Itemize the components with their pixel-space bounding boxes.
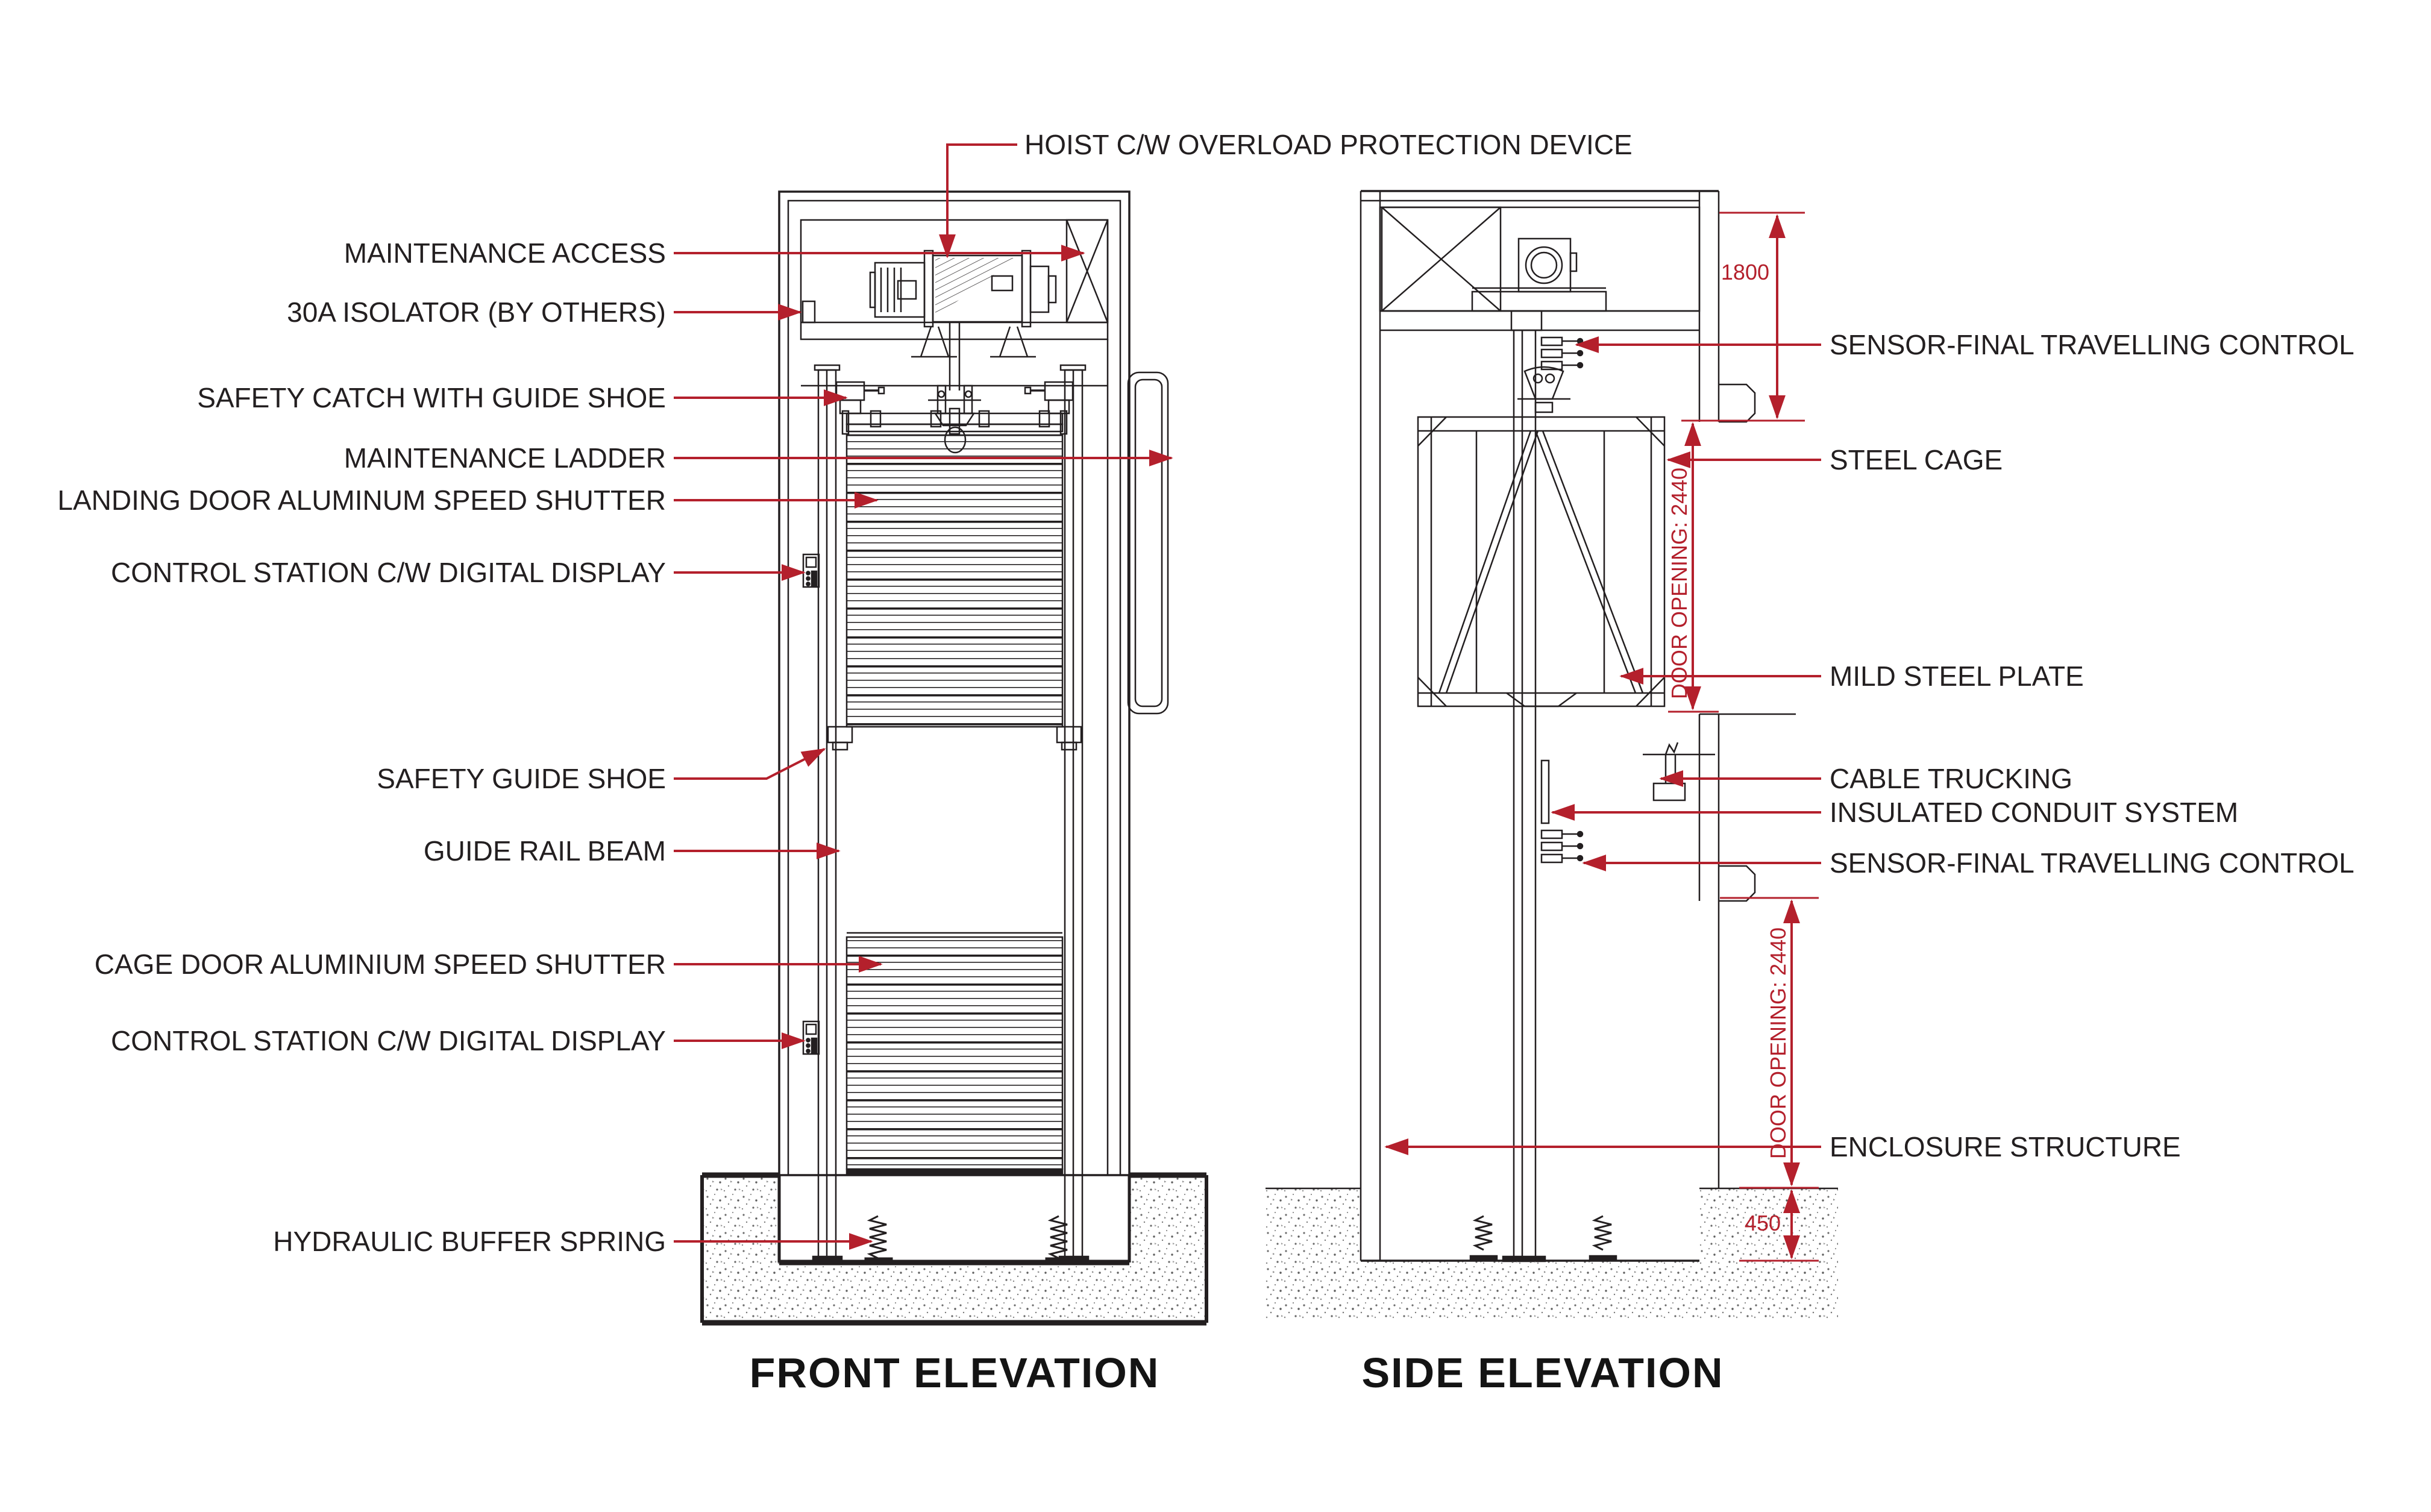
callout-maintenance-ladder: MAINTENANCE LADDER <box>343 442 666 474</box>
callout-mild-steel-plate: MILD STEEL PLATE <box>1830 660 2084 692</box>
callout-sensor-top: SENSOR-FINAL TRAVELLING CONTROL <box>1830 329 2354 360</box>
callout-buffer-spring: HYDRAULIC BUFFER SPRING <box>273 1226 666 1257</box>
dim-pit-depth: 450 <box>1744 1211 1781 1235</box>
control-station-lower <box>802 1020 820 1055</box>
side-pit <box>1266 1187 1838 1320</box>
callout-hoist: HOIST C/W OVERLOAD PROTECTION DEVICE <box>1024 129 1633 160</box>
insulated-conduit <box>1540 759 1550 824</box>
control-station-upper <box>802 553 820 588</box>
callout-cage-door-shutter: CAGE DOOR ALUMINIUM SPEED SHUTTER <box>94 949 666 980</box>
isolator-box <box>801 300 816 324</box>
dim-door-opening-upper: DOOR OPENING: 2440 <box>1667 467 1692 700</box>
landing-door-shutter <box>845 434 1064 728</box>
cable-trucking-symbol <box>1643 742 1715 801</box>
front-elevation-drawing <box>700 190 1208 1326</box>
callout-sensor-mid: SENSOR-FINAL TRAVELLING CONTROL <box>1830 847 2354 879</box>
sheave-assembly <box>1517 366 1570 413</box>
dimension-lines <box>1668 212 1819 1262</box>
safety-guide-shoe-left <box>827 726 853 751</box>
side-enclosure-walls <box>1360 190 1796 1261</box>
maintenance-ladder <box>1127 371 1169 715</box>
dim-headroom: 1800 <box>1721 260 1769 284</box>
door-header-beam <box>841 407 1068 435</box>
callout-safety-catch: SAFETY CATCH WITH GUIDE SHOE <box>197 382 666 413</box>
sensor-stack-top <box>1540 336 1584 371</box>
front-pit <box>700 1172 1208 1326</box>
callout-steel-cage: STEEL CAGE <box>1830 444 2003 475</box>
callout-control-station-upper: CONTROL STATION C/W DIGITAL DISPLAY <box>111 557 666 588</box>
callout-cable-trucking: CABLE TRUCKING <box>1830 763 2073 794</box>
leader-safety-guide-shoe <box>674 748 826 780</box>
hoist-motor <box>869 249 1057 358</box>
leader-lines <box>674 143 1821 1250</box>
callout-landing-door-shutter: LANDING DOOR ALUMINUM SPEED SHUTTER <box>57 485 666 516</box>
steel-cage <box>1417 416 1666 707</box>
guide-mast <box>1502 330 1546 1263</box>
cage-door-shutter <box>845 932 1064 1176</box>
hoist-rope-and-hook <box>928 322 981 454</box>
side-machine-room <box>1379 206 1701 331</box>
callout-isolator: 30A ISOLATOR (BY OTHERS) <box>287 296 666 328</box>
callout-insulated-conduit: INSULATED CONDUIT SYSTEM <box>1830 797 2239 828</box>
leader-hoist <box>939 143 1017 259</box>
title-front-elevation: FRONT ELEVATION <box>749 1349 1160 1396</box>
callout-enclosure-structure: ENCLOSURE STRUCTURE <box>1830 1131 2181 1162</box>
side-elevation-drawing <box>1266 190 1838 1320</box>
title-side-elevation: SIDE ELEVATION <box>1361 1349 1724 1396</box>
callout-guide-rail-beam: GUIDE RAIL BEAM <box>423 835 666 867</box>
maintenance-access-panel <box>1065 219 1109 324</box>
callout-safety-guide-shoe: SAFETY GUIDE SHOE <box>377 763 666 794</box>
hydraulic-buffer-springs-front <box>864 1215 1074 1264</box>
safety-guide-shoe-right <box>1056 726 1082 751</box>
dim-door-opening-lower: DOOR OPENING: 2440 <box>1766 927 1790 1159</box>
sensor-stack-mid <box>1540 829 1584 864</box>
callout-maintenance-access: MAINTENANCE ACCESS <box>343 237 666 269</box>
callout-control-station-lower: CONTROL STATION C/W DIGITAL DISPLAY <box>111 1025 666 1056</box>
safety-catch-right <box>1024 381 1074 415</box>
